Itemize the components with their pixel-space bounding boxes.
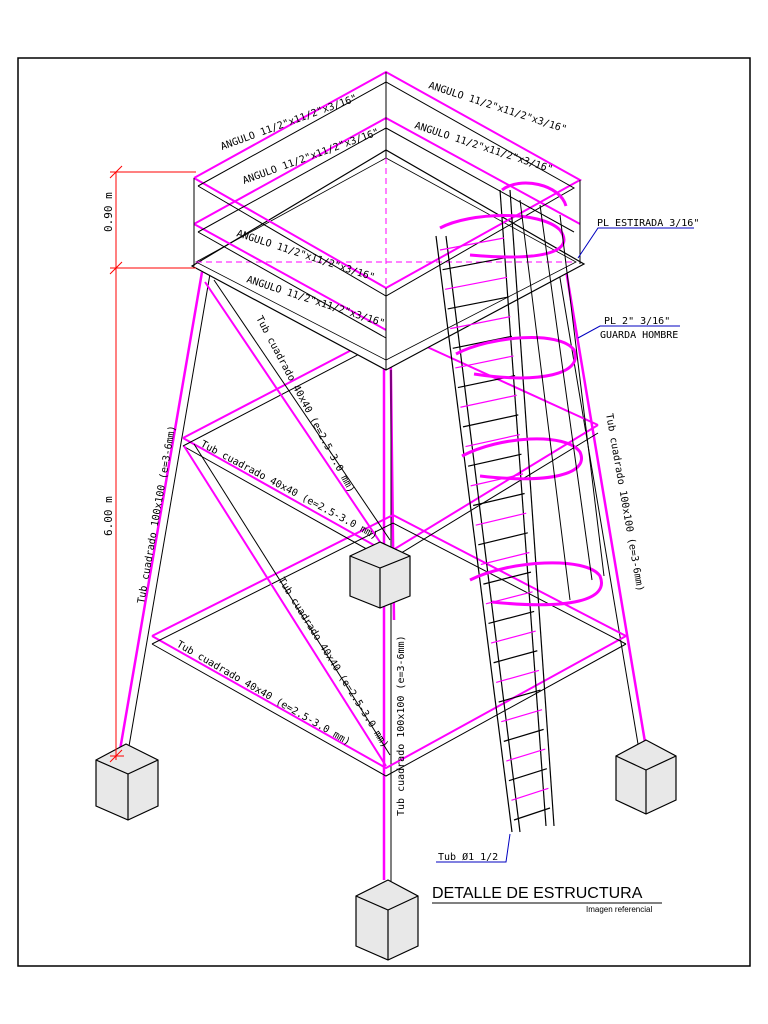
ladder-rung — [478, 532, 528, 546]
diagonal-braces — [183, 279, 391, 767]
ladder-rung — [483, 571, 532, 585]
ladder-rung — [467, 453, 522, 467]
ladder-rung — [470, 473, 524, 487]
drawing-title: DETALLE DE ESTRUCTURA — [432, 885, 643, 902]
ladder-rung — [511, 787, 549, 801]
label-tub-leg-right: Tub cuadrado 100x100 (e=3-6mm) — [603, 413, 645, 593]
footing-left — [95, 743, 159, 821]
ladder-rung — [442, 257, 506, 271]
ladder-rung — [444, 276, 508, 290]
ladder-rung — [503, 728, 544, 742]
ladder-rung — [495, 669, 540, 683]
dimension-lines — [109, 165, 196, 763]
platform — [190, 70, 586, 371]
ladder-rung — [447, 296, 509, 310]
footing-front — [355, 879, 419, 961]
ladder-rung — [475, 512, 527, 526]
ladder-rung — [455, 355, 514, 369]
ladder-rung — [493, 650, 538, 664]
ladder — [435, 189, 555, 833]
drawing-subtitle: Imagen referencial — [586, 905, 652, 914]
ladder-rung — [480, 551, 530, 566]
ladder-rung — [460, 394, 517, 408]
ladder-rung — [439, 237, 505, 251]
safety-cage — [439, 181, 605, 607]
ladder-rung — [450, 316, 511, 330]
ladder-rung — [513, 807, 551, 821]
label-angulo-upper-right: ANGULO 11/2"x11/2"x3/16" — [413, 120, 554, 175]
concrete-footings — [95, 541, 677, 961]
dimension-railing-height: 0.90 m — [102, 192, 115, 232]
label-pl-estirada: PL ESTIRADA 3/16" — [597, 218, 699, 229]
ladder-rung — [506, 748, 546, 762]
leader-lines — [436, 227, 694, 863]
ladder-rung — [452, 335, 513, 349]
ladder-rung — [465, 433, 520, 448]
label-guarda-hombre: GUARDA HOMBRE — [600, 330, 678, 341]
ladder-rung — [488, 610, 535, 625]
label-tub-leg-front: Tub cuadrado 100x100 (e=3-6mm) — [396, 635, 407, 816]
footing-right — [615, 739, 677, 815]
ladder-rung — [473, 492, 525, 507]
ladder-rung — [498, 689, 541, 703]
ladder-rung — [508, 768, 548, 782]
ladder-rung — [462, 414, 519, 428]
label-pl-2: PL 2" 3/16" — [604, 316, 670, 327]
label-angulo-back-right: ANGULO 11/2"x11/2"x3/16" — [427, 80, 568, 135]
footing-back — [349, 541, 411, 609]
ladder-rung — [490, 630, 536, 644]
label-tub-leg-left: Tub cuadrado 100x100 (e=3-6mm) — [136, 425, 178, 605]
dimension-tower-height: 6.00 m — [102, 496, 115, 536]
drawing-frame — [17, 57, 751, 967]
label-tub-ladder: Tub Ø1 1/2 — [438, 851, 498, 863]
ladder-rung — [501, 709, 543, 723]
